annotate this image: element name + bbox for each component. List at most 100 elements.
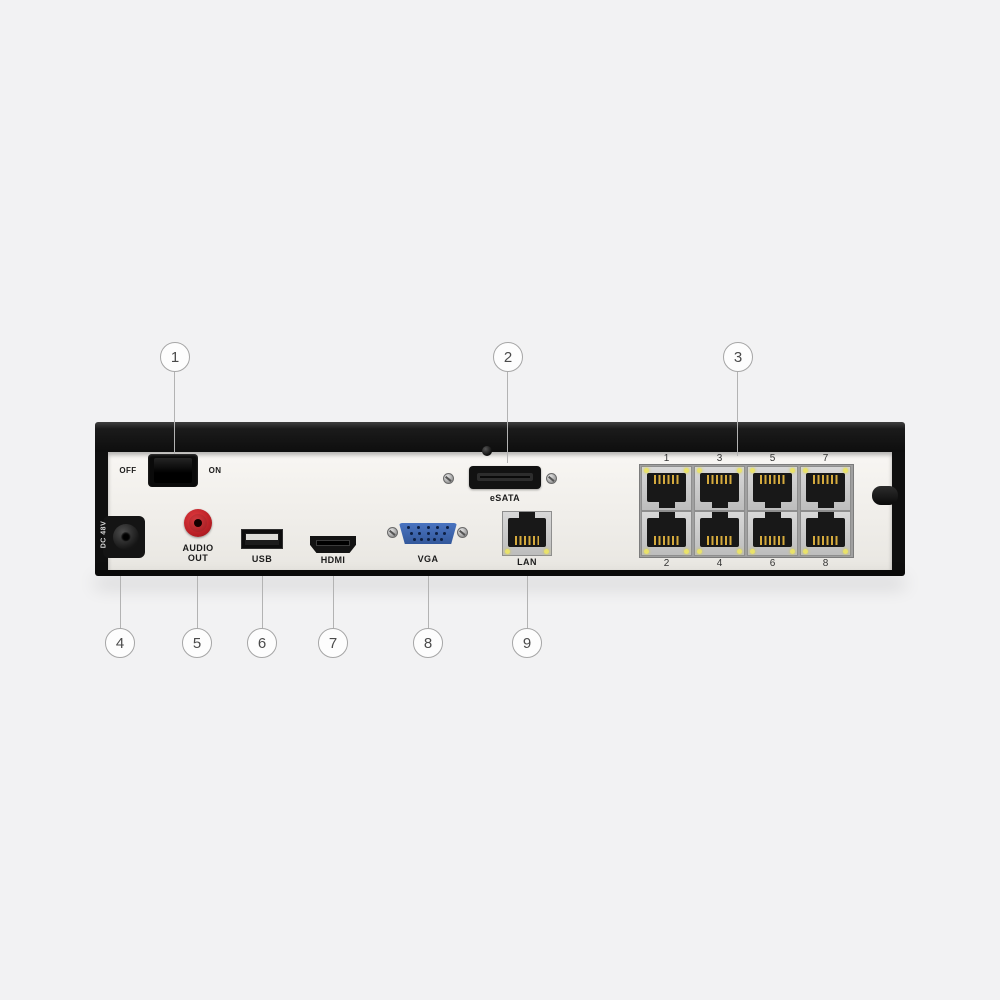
callout-9: 9 [512, 628, 542, 658]
poe-port-3 [694, 466, 745, 511]
poe-number-6: 6 [769, 558, 776, 569]
vga-port [399, 523, 457, 544]
poe-port-1 [641, 466, 692, 511]
led-indicator [750, 468, 755, 473]
poe-port-8 [800, 511, 851, 556]
poe-port-2 [641, 511, 692, 556]
callout-6: 6 [247, 628, 277, 658]
rj45-opening [700, 512, 739, 547]
callout-8-number: 8 [423, 634, 433, 652]
callout-line-9 [527, 576, 528, 628]
rj45-notch [764, 512, 781, 518]
led-indicator [803, 468, 808, 473]
hdmi-port [310, 536, 356, 553]
led-indicator [750, 549, 755, 554]
poe-port-7 [800, 466, 851, 511]
poe-number-2: 2 [663, 558, 670, 569]
rj45-pins [707, 475, 732, 484]
led-indicator [737, 468, 742, 473]
poe-number-5: 5 [769, 453, 776, 464]
callout-4: 4 [105, 628, 135, 658]
rj45-pins [654, 536, 679, 545]
vga-screw-left [387, 527, 398, 538]
callout-2-number: 2 [503, 348, 513, 366]
poe-number-8: 8 [822, 558, 829, 569]
callout-3: 3 [723, 342, 753, 372]
hdmi-label: HDMI [320, 555, 346, 565]
chassis-screw [482, 446, 492, 456]
rj45-opening [806, 512, 845, 547]
callout-5-number: 5 [192, 634, 202, 652]
esata-screw-left [443, 473, 454, 484]
callout-line-2 [507, 372, 508, 463]
power-off-label: OFF [119, 466, 137, 475]
power-switch-rocker [154, 458, 192, 483]
led-indicator [644, 549, 649, 554]
usb-label: USB [251, 554, 273, 564]
esata-label: eSATA [489, 493, 521, 503]
callout-1: 1 [160, 342, 190, 372]
led-indicator [644, 468, 649, 473]
callout-9-number: 9 [522, 634, 532, 652]
rj45-pins [707, 536, 732, 545]
callout-1-number: 1 [170, 348, 180, 366]
dc-power-jack [103, 516, 145, 558]
led-indicator [684, 549, 689, 554]
rj45-notch [711, 512, 728, 518]
led-indicator [697, 549, 702, 554]
rj45-pins [813, 475, 838, 484]
callout-5: 5 [182, 628, 212, 658]
led-indicator [737, 549, 742, 554]
poe-port-5 [747, 466, 798, 511]
usb-port [241, 529, 283, 549]
rj45-opening [806, 473, 845, 508]
device-bottom-edge [95, 570, 905, 576]
rj45-pins [654, 475, 679, 484]
usb-tongue [246, 534, 278, 540]
rj45-notch [817, 502, 834, 508]
rj45-opening [647, 473, 686, 508]
led-indicator [790, 468, 795, 473]
rca-hole [194, 519, 202, 527]
led-indicator [803, 549, 808, 554]
callout-3-number: 3 [733, 348, 743, 366]
callout-8: 8 [413, 628, 443, 658]
vga-pin-holes [407, 526, 449, 541]
esata-port [469, 466, 541, 489]
rj45-pins [760, 536, 785, 545]
device-top-panel [95, 422, 905, 453]
lan-label: LAN [517, 557, 537, 567]
led-indicator [697, 468, 702, 473]
callout-4-number: 4 [115, 634, 125, 652]
esata-screw-right [546, 473, 557, 484]
led-indicator [843, 468, 848, 473]
rj45-pins [515, 536, 539, 545]
callout-line-8 [428, 576, 429, 628]
rj45-opening [647, 512, 686, 547]
rj45-notch [711, 502, 728, 508]
dc-center-pin [121, 532, 131, 542]
vga-screw-right [457, 527, 468, 538]
power-switch [148, 454, 198, 487]
callout-line-3 [737, 372, 738, 456]
dc-power-label: DC 48V [100, 520, 108, 549]
power-on-label: ON [208, 466, 222, 475]
audio-out-label-line1: AUDIO [182, 543, 214, 553]
led-indicator [684, 468, 689, 473]
poe-number-7: 7 [822, 453, 829, 464]
rj45-notch [658, 502, 675, 508]
callout-line-1 [174, 372, 175, 454]
rj45-pins [813, 536, 838, 545]
dc-barrel [113, 524, 139, 550]
audio-out-label-line2: OUT [187, 553, 209, 563]
poe-number-1: 1 [663, 453, 670, 464]
callout-line-6 [262, 576, 263, 628]
callout-line-5 [197, 576, 198, 628]
led-indicator [790, 549, 795, 554]
poe-port-6 [747, 511, 798, 556]
side-knob [872, 486, 898, 505]
rj45-opening [753, 512, 792, 547]
callout-7: 7 [318, 628, 348, 658]
esata-slot [477, 473, 533, 481]
